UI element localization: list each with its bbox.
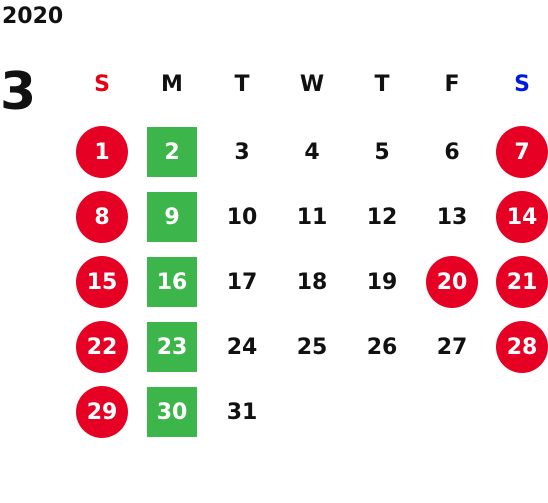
day-cell: 10 <box>207 187 277 247</box>
day-green-square[interactable]: 16 <box>147 257 197 307</box>
day-red-circle[interactable]: 28 <box>496 321 548 373</box>
day-red-circle[interactable]: 8 <box>76 191 128 243</box>
week-row: 22 23 24 25 26 27 28 <box>67 317 548 377</box>
day-cell: 16 <box>137 252 207 312</box>
day-number[interactable]: 25 <box>296 334 328 360</box>
day-cell <box>487 382 548 442</box>
weekday-thursday: T <box>374 71 390 97</box>
day-green-square[interactable]: 2 <box>147 127 197 177</box>
day-cell: 23 <box>137 317 207 377</box>
day-red-circle[interactable]: 1 <box>76 126 128 178</box>
day-red-circle[interactable]: 22 <box>76 321 128 373</box>
day-number[interactable]: 31 <box>226 399 258 425</box>
weekday-sunday: S <box>94 71 110 97</box>
month-number: 3 <box>0 62 37 122</box>
day-cell: 7 <box>487 122 548 182</box>
day-cell <box>417 382 487 442</box>
day-cell: 26 <box>347 317 417 377</box>
day-cell: 9 <box>137 187 207 247</box>
day-cell: 21 <box>487 252 548 312</box>
weekday-tuesday: T <box>234 71 250 97</box>
day-cell: 31 <box>207 382 277 442</box>
year-label: 2020 <box>2 4 64 29</box>
day-cell: 24 <box>207 317 277 377</box>
day-cell: 1 <box>67 122 137 182</box>
day-red-circle[interactable]: 15 <box>76 256 128 308</box>
day-cell: 27 <box>417 317 487 377</box>
day-cell: 4 <box>277 122 347 182</box>
day-green-square[interactable]: 9 <box>147 192 197 242</box>
day-number[interactable]: 12 <box>366 204 398 230</box>
day-cell: 5 <box>347 122 417 182</box>
week-row: 29 30 31 <box>67 382 548 442</box>
day-number[interactable]: 3 <box>234 139 250 165</box>
day-red-circle[interactable]: 20 <box>426 256 478 308</box>
day-red-circle[interactable]: 29 <box>76 386 128 438</box>
day-cell: 22 <box>67 317 137 377</box>
day-number[interactable]: 19 <box>366 269 398 295</box>
day-number[interactable]: 6 <box>444 139 460 165</box>
weekday-wednesday: W <box>299 71 325 97</box>
day-number[interactable]: 17 <box>226 269 258 295</box>
day-cell: 19 <box>347 252 417 312</box>
day-number[interactable]: 13 <box>436 204 468 230</box>
day-cell: 14 <box>487 187 548 247</box>
day-number[interactable]: 11 <box>296 204 328 230</box>
day-number[interactable]: 27 <box>436 334 468 360</box>
day-cell: 28 <box>487 317 548 377</box>
weekday-friday: F <box>444 71 460 97</box>
day-cell <box>347 382 417 442</box>
day-red-circle[interactable]: 21 <box>496 256 548 308</box>
day-number[interactable]: 4 <box>304 139 320 165</box>
day-red-circle[interactable]: 7 <box>496 126 548 178</box>
day-number[interactable]: 24 <box>226 334 258 360</box>
day-red-circle[interactable]: 14 <box>496 191 548 243</box>
day-cell: 17 <box>207 252 277 312</box>
day-cell <box>277 382 347 442</box>
week-row: 15 16 17 18 19 20 21 <box>67 252 548 312</box>
day-cell: 11 <box>277 187 347 247</box>
day-number[interactable]: 5 <box>374 139 390 165</box>
day-cell: 13 <box>417 187 487 247</box>
day-number[interactable]: 26 <box>366 334 398 360</box>
day-cell: 20 <box>417 252 487 312</box>
day-cell: 25 <box>277 317 347 377</box>
day-green-square[interactable]: 30 <box>147 387 197 437</box>
day-cell: 15 <box>67 252 137 312</box>
weekday-monday: M <box>161 71 183 97</box>
weekday-saturday: S <box>514 71 530 97</box>
day-cell: 18 <box>277 252 347 312</box>
day-green-square[interactable]: 23 <box>147 322 197 372</box>
day-cell: 6 <box>417 122 487 182</box>
day-number[interactable]: 18 <box>296 269 328 295</box>
day-cell: 30 <box>137 382 207 442</box>
day-cell: 3 <box>207 122 277 182</box>
day-cell: 8 <box>67 187 137 247</box>
weekday-header-row: S M T W T F S <box>67 54 548 114</box>
day-number[interactable]: 10 <box>226 204 258 230</box>
day-cell: 12 <box>347 187 417 247</box>
day-cell: 29 <box>67 382 137 442</box>
day-cell: 2 <box>137 122 207 182</box>
